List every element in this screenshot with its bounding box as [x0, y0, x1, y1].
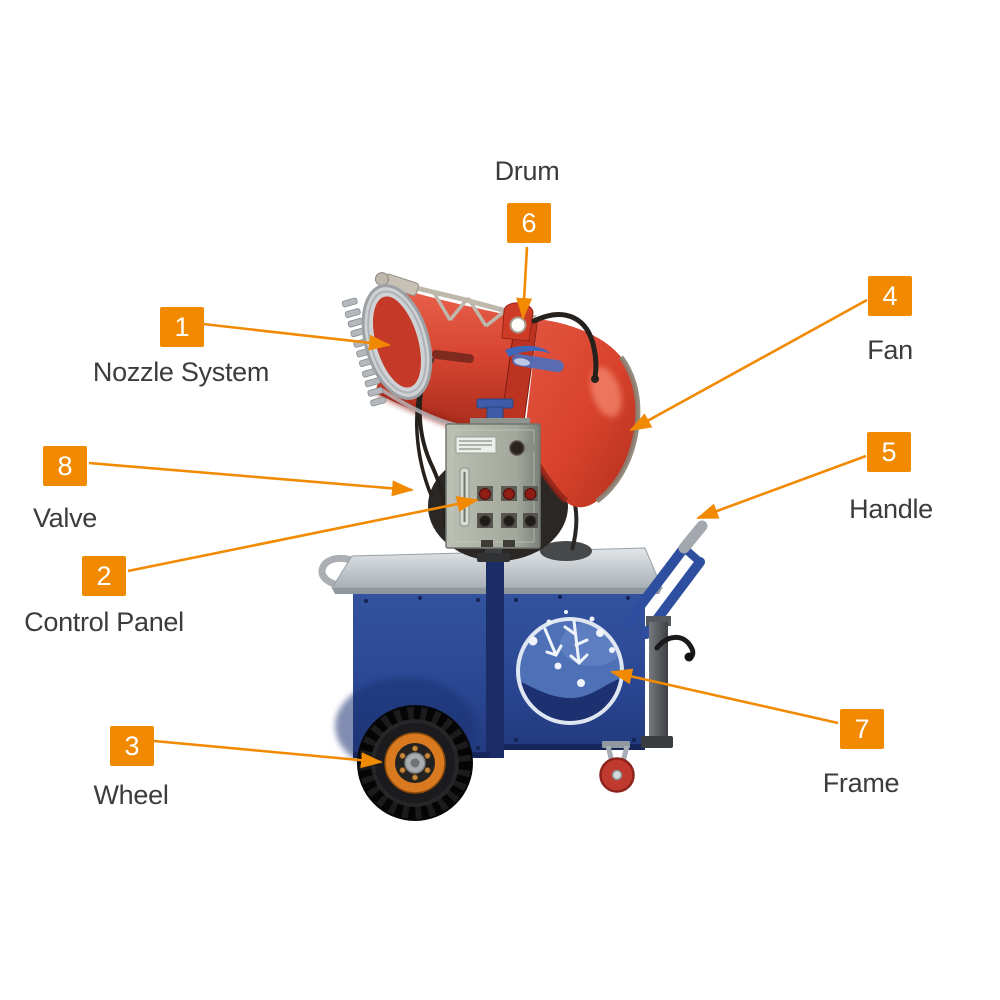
hub-bolts: [399, 745, 431, 781]
arrow-fan: [629, 298, 868, 432]
part-label: Handle: [849, 494, 933, 524]
snowflake-branches: [543, 619, 589, 666]
callout-number-box: 3: [110, 726, 154, 766]
cart-divider: [486, 560, 504, 758]
arrow-handle: [696, 454, 867, 520]
rear-caster-wheel: [599, 741, 635, 793]
part-label: Frame: [822, 768, 900, 798]
mount-base: [540, 541, 592, 561]
callout-number-box: 8: [43, 446, 87, 486]
part-label: Control Panel: [24, 607, 184, 637]
part-label: Nozzle System: [92, 357, 270, 387]
panel-screws: [364, 595, 636, 750]
truss-fitting: [374, 272, 420, 296]
fan-rim: [595, 355, 641, 504]
callout-number-box: 1: [160, 307, 204, 347]
handle-grip: [678, 520, 708, 554]
snowflake-logo: [516, 610, 624, 725]
arrow-nozzle-system: [202, 322, 391, 351]
main-wheel: [357, 705, 473, 821]
arrow-valve: [88, 461, 414, 497]
arrow-control-panel: [127, 496, 479, 573]
part-label: Valve: [32, 503, 98, 533]
callout-number-box: 7: [840, 709, 884, 749]
nozzle-ring: [341, 284, 433, 407]
snowflake-dots: [528, 610, 615, 687]
part-label: Fan: [867, 335, 913, 365]
callout-number-box: 4: [868, 276, 912, 316]
machine-head: [341, 272, 641, 562]
control-panel-box: [445, 418, 541, 549]
indicator-light: [509, 440, 525, 456]
callout-arrows: [88, 246, 868, 769]
red-buttons: [477, 486, 538, 501]
cart-frame: [318, 520, 708, 821]
arrow-drum: [516, 246, 533, 320]
drum-lifting-eye: [501, 302, 534, 342]
arrow-wheel: [153, 739, 383, 769]
cart-bottom-right: [504, 744, 645, 750]
jack-crank: [641, 616, 696, 748]
callout-number-box: 2: [82, 556, 126, 596]
black-buttons: [477, 513, 538, 528]
brand-marking: [432, 345, 564, 373]
part-label: Drum: [494, 156, 560, 186]
callout-number-box: 6: [507, 203, 551, 243]
part-label: Wheel: [93, 780, 169, 810]
callout-number-box: 5: [867, 432, 911, 472]
arrow-frame: [610, 668, 839, 725]
